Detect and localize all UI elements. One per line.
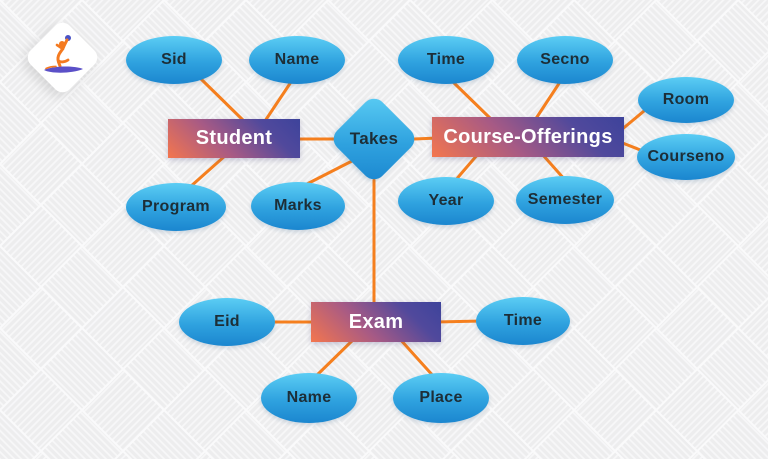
attribute-label: Sid [161, 51, 187, 68]
person-leaping-icon [44, 35, 83, 73]
attribute-label: Year [428, 192, 464, 209]
attribute-room: Room [638, 77, 734, 123]
attribute-secno: Secno [517, 36, 613, 84]
entity-label: Course-Offerings [443, 125, 613, 148]
connector-line [450, 79, 494, 122]
connector-line [188, 153, 228, 189]
attribute-label: Place [419, 389, 463, 406]
attribute-marks: Marks [251, 182, 345, 230]
connector-line [312, 336, 357, 380]
attribute-label: Eid [214, 313, 240, 330]
entity-label: Exam [348, 310, 404, 333]
connector-line [301, 159, 354, 188]
attribute-label: Name [274, 51, 320, 68]
attribute-label: Room [662, 91, 710, 108]
attribute-program: Program [126, 183, 226, 231]
connector-line [198, 76, 249, 126]
attribute-courseno: Courseno [637, 134, 735, 180]
attribute-label: Semester [527, 191, 603, 208]
connector-line [397, 336, 437, 380]
attribute-name-exam: Name [261, 373, 357, 423]
attribute-sid: Sid [126, 36, 222, 84]
entity-student: Student [168, 119, 300, 158]
connector-line [434, 319, 484, 324]
attribute-label: Program [142, 198, 210, 215]
entity-course-offerings: Course-Offerings [432, 117, 624, 157]
attribute-name-student: Name [249, 36, 345, 84]
entity-exam: Exam [311, 302, 441, 342]
intellipaat-logo [23, 18, 102, 97]
connector-line [533, 80, 562, 122]
attribute-time-exam: Time [476, 297, 570, 345]
attribute-semester: Semester [516, 176, 614, 224]
attribute-place: Place [393, 373, 489, 423]
attribute-year: Year [398, 177, 494, 225]
attribute-label: Courseno [647, 148, 725, 165]
attribute-label: Secno [540, 51, 590, 68]
attribute-label: Name [286, 389, 332, 406]
attribute-label: Marks [274, 197, 322, 214]
connector-line [261, 80, 293, 126]
attribute-label: Time [503, 312, 543, 329]
relationship-label: Takes [349, 129, 399, 148]
attribute-label: Time [426, 51, 466, 68]
attribute-eid: Eid [179, 298, 275, 346]
attribute-time-course: Time [398, 36, 494, 84]
entity-label: Student [195, 127, 273, 149]
relationship-takes: Takes [328, 93, 420, 185]
